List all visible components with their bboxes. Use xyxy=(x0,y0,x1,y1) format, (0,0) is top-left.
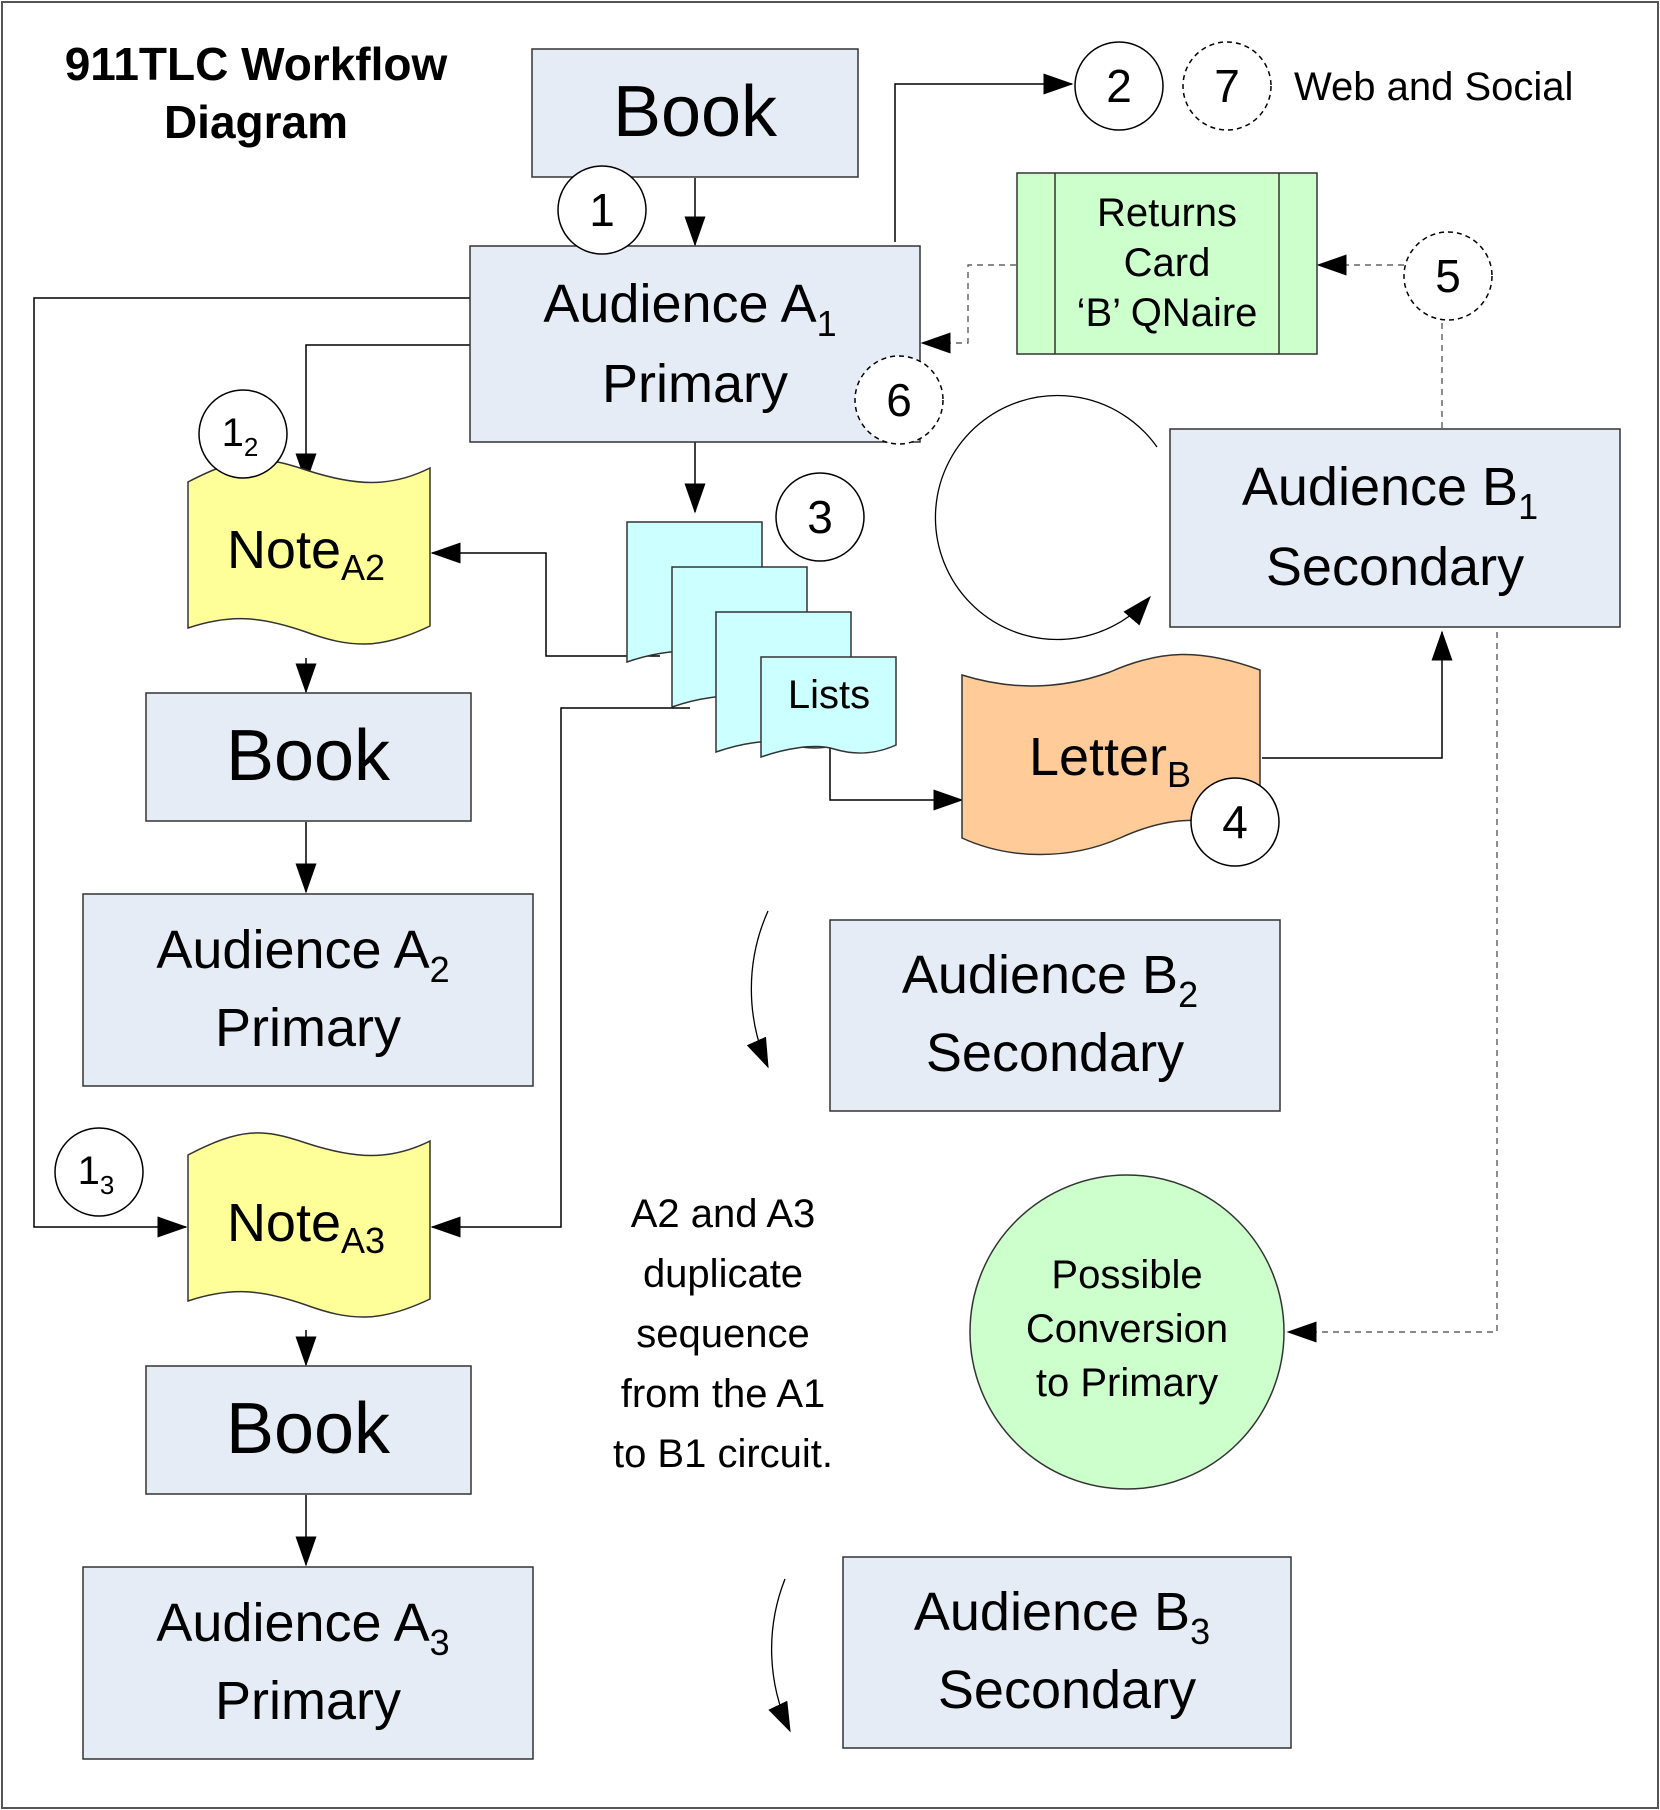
badge-2: 2 xyxy=(1074,41,1164,131)
svg-text:A2 and A3: A2 and A3 xyxy=(631,1192,816,1236)
letter-b-document: LetterB xyxy=(961,653,1261,856)
connectors xyxy=(33,73,1453,1567)
book-a2-label: Book xyxy=(226,716,391,796)
svg-text:sequence: sequence xyxy=(636,1312,809,1356)
audience-a1-box: Audience A1 Primary xyxy=(469,245,921,443)
possible-conversion-circle: Possible Conversion to Primary xyxy=(969,1174,1285,1490)
book-a2-box: Book xyxy=(145,692,472,822)
audience-a2-line2: Primary xyxy=(215,998,401,1058)
book-a3-label: Book xyxy=(226,1389,391,1469)
badge-7: 7 xyxy=(1182,41,1272,131)
svg-text:to B1 circuit.: to B1 circuit. xyxy=(613,1432,833,1476)
dashed-b1-to-conversion xyxy=(1286,632,1498,1343)
dashed-returns-to-a1 xyxy=(920,264,1016,354)
audience-b2-line2: Secondary xyxy=(926,1023,1184,1083)
arrow-a1-to-web xyxy=(894,73,1074,242)
svg-text:4: 4 xyxy=(1222,796,1248,848)
audience-a2-line1: Audience A2 xyxy=(156,920,449,990)
badge-3: 3 xyxy=(775,472,865,562)
cycle-arc-b2 xyxy=(746,910,769,1069)
note-a2-document: NoteA2 xyxy=(187,459,431,645)
letter-b-label: LetterB xyxy=(1029,727,1191,795)
badge-1: 1 xyxy=(557,165,647,255)
svg-text:5: 5 xyxy=(1435,250,1461,302)
arrow-lists-to-note-a2 xyxy=(430,542,660,657)
svg-text:from the A1: from the A1 xyxy=(621,1372,826,1416)
arrow-a1-to-note-a3 xyxy=(33,297,470,1238)
audience-a2-box: Audience A2 Primary xyxy=(82,893,534,1087)
lists-document-stack: Lists xyxy=(626,521,897,759)
cycle-arc-b1 xyxy=(934,394,1158,641)
book-top-box: Book xyxy=(531,48,859,178)
badge-6: 6 xyxy=(854,355,944,445)
svg-text:Possible: Possible xyxy=(1051,1253,1202,1297)
returns-card-line2: Card xyxy=(1124,241,1211,285)
audience-b3-line2: Secondary xyxy=(938,1660,1196,1720)
audience-b1-box: Audience B1 Secondary xyxy=(1169,428,1621,628)
audience-b1-line2: Secondary xyxy=(1266,537,1524,597)
audience-b2-line1: Audience B2 xyxy=(902,945,1198,1015)
returns-card-line3: ‘B’ QNaire xyxy=(1077,291,1258,335)
note-a3-document: NoteA3 xyxy=(187,1132,431,1318)
audience-b2-box: Audience B2 Secondary xyxy=(829,919,1281,1112)
diagram-title-line2: Diagram xyxy=(164,96,348,148)
audience-a3-box: Audience A3 Primary xyxy=(82,1566,534,1760)
badge-1-2: 12 xyxy=(198,389,288,479)
svg-text:3: 3 xyxy=(807,491,833,543)
arrow-letter-to-b1 xyxy=(1262,630,1453,759)
book-a3-box: Book xyxy=(145,1365,472,1495)
svg-text:to Primary: to Primary xyxy=(1036,1361,1218,1405)
note-a3-label: NoteA3 xyxy=(227,1193,385,1261)
audience-a1-line2: Primary xyxy=(602,354,788,414)
svg-text:12: 12 xyxy=(222,411,259,462)
badge-4: 4 xyxy=(1190,777,1280,867)
badge-5: 5 xyxy=(1403,231,1493,321)
book-top-label: Book xyxy=(613,72,778,152)
audience-a3-line1: Audience A3 xyxy=(156,1593,449,1663)
cycle-arcs xyxy=(746,394,1158,1733)
web-social-label: Web and Social xyxy=(1294,65,1573,109)
svg-text:7: 7 xyxy=(1214,60,1240,112)
arrow-lists-to-letter xyxy=(829,748,964,811)
note-a2-label: NoteA2 xyxy=(227,520,385,588)
audience-b1-line1: Audience B1 xyxy=(1242,457,1538,527)
duplicate-note-text: A2 and A3 duplicate sequence from the A1… xyxy=(613,1192,833,1476)
cycle-arc-b3 xyxy=(768,1578,791,1733)
arrow-lists-to-note-a3 xyxy=(430,707,690,1238)
returns-card-line1: Returns xyxy=(1097,191,1237,235)
lists-label: Lists xyxy=(788,673,870,717)
svg-text:Conversion: Conversion xyxy=(1026,1307,1228,1351)
arrow-a1-to-note-a2 xyxy=(295,344,470,484)
svg-text:13: 13 xyxy=(78,1149,115,1200)
returns-card-box: Returns Card ‘B’ QNaire xyxy=(1016,172,1318,355)
dashed-connectors xyxy=(920,254,1498,1343)
diagram-title: 911TLC Workflow xyxy=(65,38,448,90)
audience-a3-line2: Primary xyxy=(215,1671,401,1731)
audience-b3-line1: Audience B3 xyxy=(914,1582,1210,1652)
audience-a1-line1: Audience A1 xyxy=(543,274,836,344)
audience-b3-box: Audience B3 Secondary xyxy=(842,1556,1292,1749)
svg-text:1: 1 xyxy=(589,184,615,236)
svg-text:2: 2 xyxy=(1106,60,1132,112)
svg-text:duplicate: duplicate xyxy=(643,1252,803,1296)
badge-1-3: 13 xyxy=(54,1127,144,1217)
svg-text:6: 6 xyxy=(886,374,912,426)
